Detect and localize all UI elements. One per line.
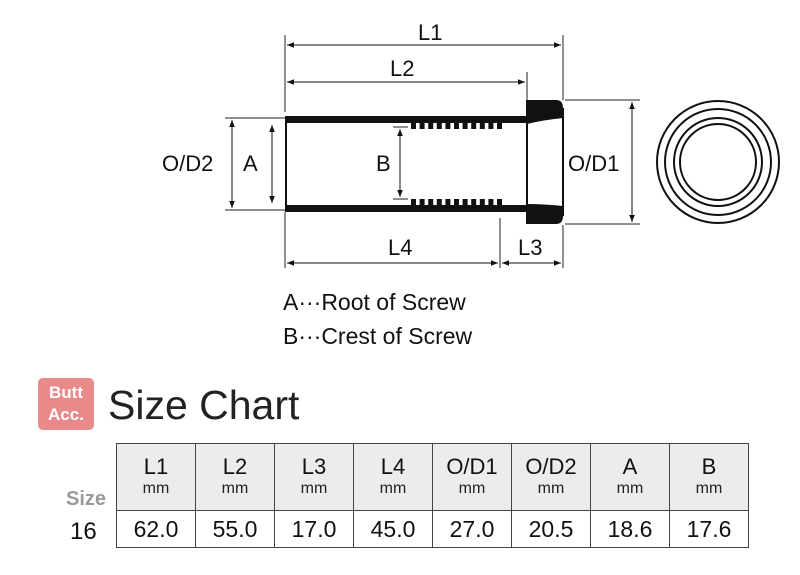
column-name: L3: [301, 454, 327, 479]
table-row: 62.0 55.0 17.0 45.0 27.0 20.5 18.6 17.6: [116, 510, 749, 548]
thread-teeth: [411, 123, 502, 205]
thread-tooth: [419, 199, 425, 205]
od2-label: O/D2: [162, 151, 213, 176]
thread-tooth: [479, 199, 485, 205]
thread-tooth: [462, 199, 468, 205]
cell-l1: 62.0: [116, 510, 196, 548]
butt-acc-badge: Butt Acc.: [38, 378, 94, 430]
l2-label: L2: [390, 56, 414, 81]
column-unit: mm: [142, 480, 170, 497]
thread-tooth: [445, 123, 451, 129]
thread-tooth: [488, 199, 494, 205]
thread-tooth: [419, 123, 425, 129]
size-value: 16: [70, 518, 97, 545]
thread-tooth: [462, 123, 468, 129]
extension-lines: [225, 35, 640, 268]
thread-tooth: [411, 199, 416, 205]
thread-tooth: [471, 199, 477, 205]
thread-tooth: [471, 123, 477, 129]
legend-root-of-screw: A···Root of Screw: [283, 289, 466, 315]
thread-tooth: [436, 123, 442, 129]
column-name: L2: [222, 454, 248, 479]
thread-tooth: [454, 123, 459, 129]
thread-tooth: [479, 123, 485, 129]
thread-tooth: [497, 199, 502, 205]
thread-tooth: [436, 199, 442, 205]
cell-l4: 45.0: [353, 510, 433, 548]
a-label: A: [243, 151, 258, 176]
cell-l2: 55.0: [195, 510, 275, 548]
cell-od1: 27.0: [432, 510, 512, 548]
legend-crest-of-screw: B···Crest of Screw: [283, 323, 473, 349]
column-name: O/D1: [446, 454, 498, 479]
column-name: B: [701, 454, 717, 479]
column-name: L1: [143, 454, 169, 479]
cell-b: 17.6: [669, 510, 749, 548]
dimension-lines: [229, 42, 635, 266]
cell-l3: 17.0: [274, 510, 354, 548]
thread-tooth: [497, 123, 502, 129]
cell-od2: 20.5: [511, 510, 591, 548]
sleeve-body: [285, 100, 564, 224]
thread-tooth: [428, 123, 434, 129]
l4-label: L4: [388, 235, 412, 260]
size-row-label: Size: [66, 488, 107, 510]
column-name: L4: [380, 454, 406, 479]
column-unit: mm: [616, 480, 644, 497]
thread-tooth: [454, 199, 459, 205]
badge-line-2: Acc.: [48, 405, 84, 424]
column-unit: mm: [458, 480, 486, 497]
cell-a: 18.6: [590, 510, 670, 548]
column-unit: mm: [695, 480, 723, 497]
thread-tooth: [488, 123, 494, 129]
column-unit: mm: [221, 480, 249, 497]
thread-tooth: [411, 123, 416, 129]
column-name: A: [622, 454, 638, 479]
thread-tooth: [445, 199, 451, 205]
l3-label: L3: [518, 235, 542, 260]
column-unit: mm: [537, 480, 565, 497]
b-label: B: [376, 151, 391, 176]
page-title: Size Chart: [108, 382, 300, 428]
badge-line-1: Butt: [49, 383, 83, 402]
l1-label: L1: [418, 20, 442, 45]
column-name: O/D2: [525, 454, 577, 479]
column-unit: mm: [379, 480, 407, 497]
end-view-rings: [656, 100, 780, 224]
technical-drawing: L1 L2 L4 L3 O/D1 O/D2 A B: [162, 20, 780, 268]
od1-label: O/D1: [568, 151, 619, 176]
column-unit: mm: [300, 480, 328, 497]
thread-tooth: [428, 199, 434, 205]
